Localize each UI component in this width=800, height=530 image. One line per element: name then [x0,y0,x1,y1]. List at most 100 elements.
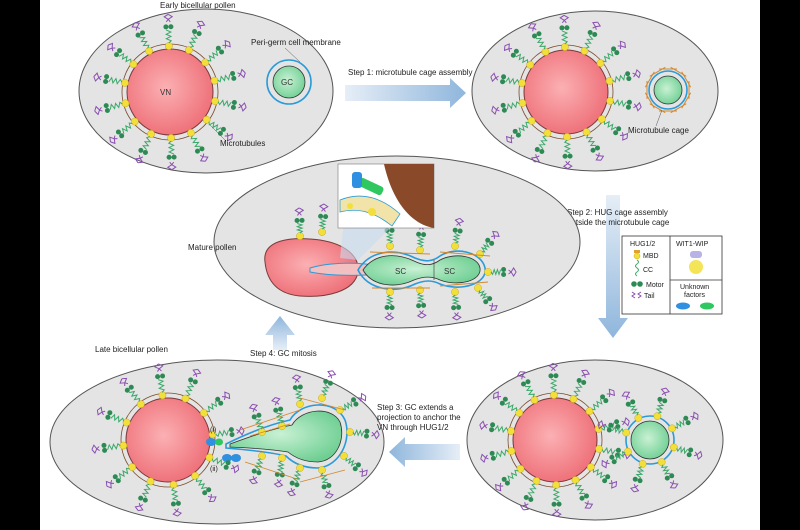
hug-motor [321,484,327,490]
hug-complex [476,230,500,258]
hug-tail [153,363,160,372]
hug-motor [664,475,670,481]
hug-coiled-coil [254,458,264,471]
hug-motor [490,455,496,461]
hug-tail [633,105,642,112]
hug-mbd [638,460,647,468]
hug-complex [318,466,334,499]
hug-motor [579,495,585,501]
hug-motor [217,130,223,136]
hug-motor [501,476,507,482]
step4-arrow [265,316,295,350]
hug-motor [199,146,205,152]
hug-coiled-coil [515,53,529,64]
legend-mbd-icon [633,252,641,260]
hug-complex [119,377,145,408]
hug-motor [614,50,620,56]
hug-motor [215,45,221,51]
hug-tail [624,391,631,399]
gc-cell-early [272,65,306,99]
hug-motor [686,452,692,458]
hug-motor [166,154,172,160]
hug-tail [252,403,258,412]
hug-tail [327,490,334,499]
hug-mbd [550,391,558,399]
hug-complex [105,463,136,489]
hug-tail [633,72,641,79]
hug-tail [361,468,368,475]
hug-motor [323,378,329,384]
hug-mbd [526,60,534,69]
microtubule-strand [239,409,301,431]
hug-mbd [121,99,130,108]
hug-motor [657,396,663,402]
legend-cc-icon [635,259,639,277]
hug-coiled-coil [573,382,583,397]
hug-complex [134,477,155,512]
hug-complex [657,458,679,489]
step2-arrow [598,195,628,338]
hug-complex [585,388,615,415]
hug-complex [562,133,573,170]
hug-coiled-coil [352,428,365,438]
hug-tail [166,161,173,171]
hug-complex [606,97,642,112]
hug-tail [134,22,141,30]
hug-tail [454,217,460,226]
hug-motor [452,227,458,233]
hug-motor [611,459,617,465]
hug-mbd [606,97,614,105]
hug-motor [160,373,166,379]
hug-motor [501,74,507,80]
microtubule-strand [299,469,346,483]
hug-coiled-coil [506,101,520,110]
step2-label-line1: Step 2: HUG cage assembly [567,208,668,217]
zoom-funnel [340,220,398,260]
hug-coiled-coil [518,121,530,134]
hug-motor [355,462,361,468]
hug-motor [416,303,422,309]
microtubule-cage-pointer [655,109,663,127]
hug-tail [597,423,606,430]
hug-motor [119,133,125,139]
zoom-blue-factor [352,172,362,188]
hug-motor [219,49,225,55]
hug-motor [590,147,596,153]
hug-motor [102,447,108,453]
hug-tail [519,371,526,378]
hug-coiled-coil [416,292,425,303]
hug-tail [252,476,258,485]
hug-mbd [165,42,173,50]
marker-ii-label: (ii) [210,466,218,473]
hug-motor [630,399,636,405]
hug-tail [322,203,329,212]
hug-motor [220,126,226,132]
hug-tail [672,480,679,489]
hug-motor [128,384,134,390]
hug-motor [532,33,538,39]
gc-cell-cage [653,75,683,105]
hug-mbd [318,466,326,474]
hug-coiled-coil [538,135,548,150]
hug-motor [326,483,332,489]
hug-tail [594,21,602,30]
hug-mbd [515,408,523,417]
hug-tail [93,72,102,79]
hug-tail [97,406,106,413]
hug-motor [225,460,231,466]
hug-mbd [668,424,676,433]
hug-mbd [386,242,394,250]
hug-tail [451,312,458,321]
mature-pollen-title: Mature pollen [188,243,236,252]
hug-mbd [552,481,560,489]
hug-coiled-coil [524,385,536,398]
hug-complex [163,13,174,50]
hug-coiled-coil [188,33,199,48]
hug-motor [140,30,146,36]
hug-tail [458,217,465,227]
hug-tail [171,161,177,171]
hug-motor [451,305,457,311]
sc2-label: SC [444,267,455,276]
hug-complex [451,288,462,321]
hug-tail [552,362,559,372]
